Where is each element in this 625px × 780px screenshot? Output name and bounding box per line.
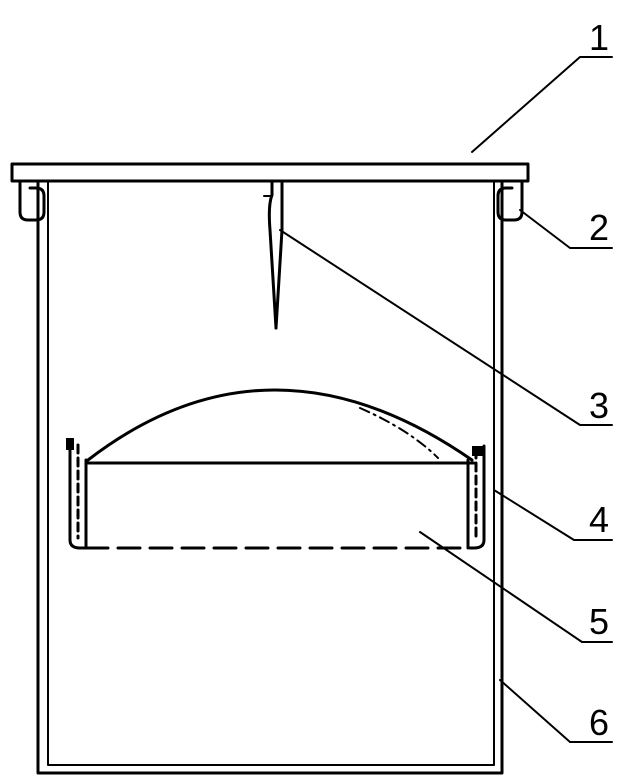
- part-1-label: 1: [589, 17, 609, 58]
- left-clip: [18, 179, 46, 222]
- leader-lines: [279, 56, 613, 743]
- part-6-label: 6: [589, 702, 609, 743]
- part-3-label: 3: [589, 385, 609, 426]
- part-5-label: 5: [589, 601, 609, 642]
- part-2-label: 2: [589, 207, 609, 248]
- container-body: [36, 179, 504, 775]
- right-clip: [496, 179, 524, 222]
- lid: [10, 162, 530, 183]
- needle: [263, 179, 284, 330]
- inner-tray: [66, 388, 486, 550]
- part-4-label: 4: [589, 499, 609, 540]
